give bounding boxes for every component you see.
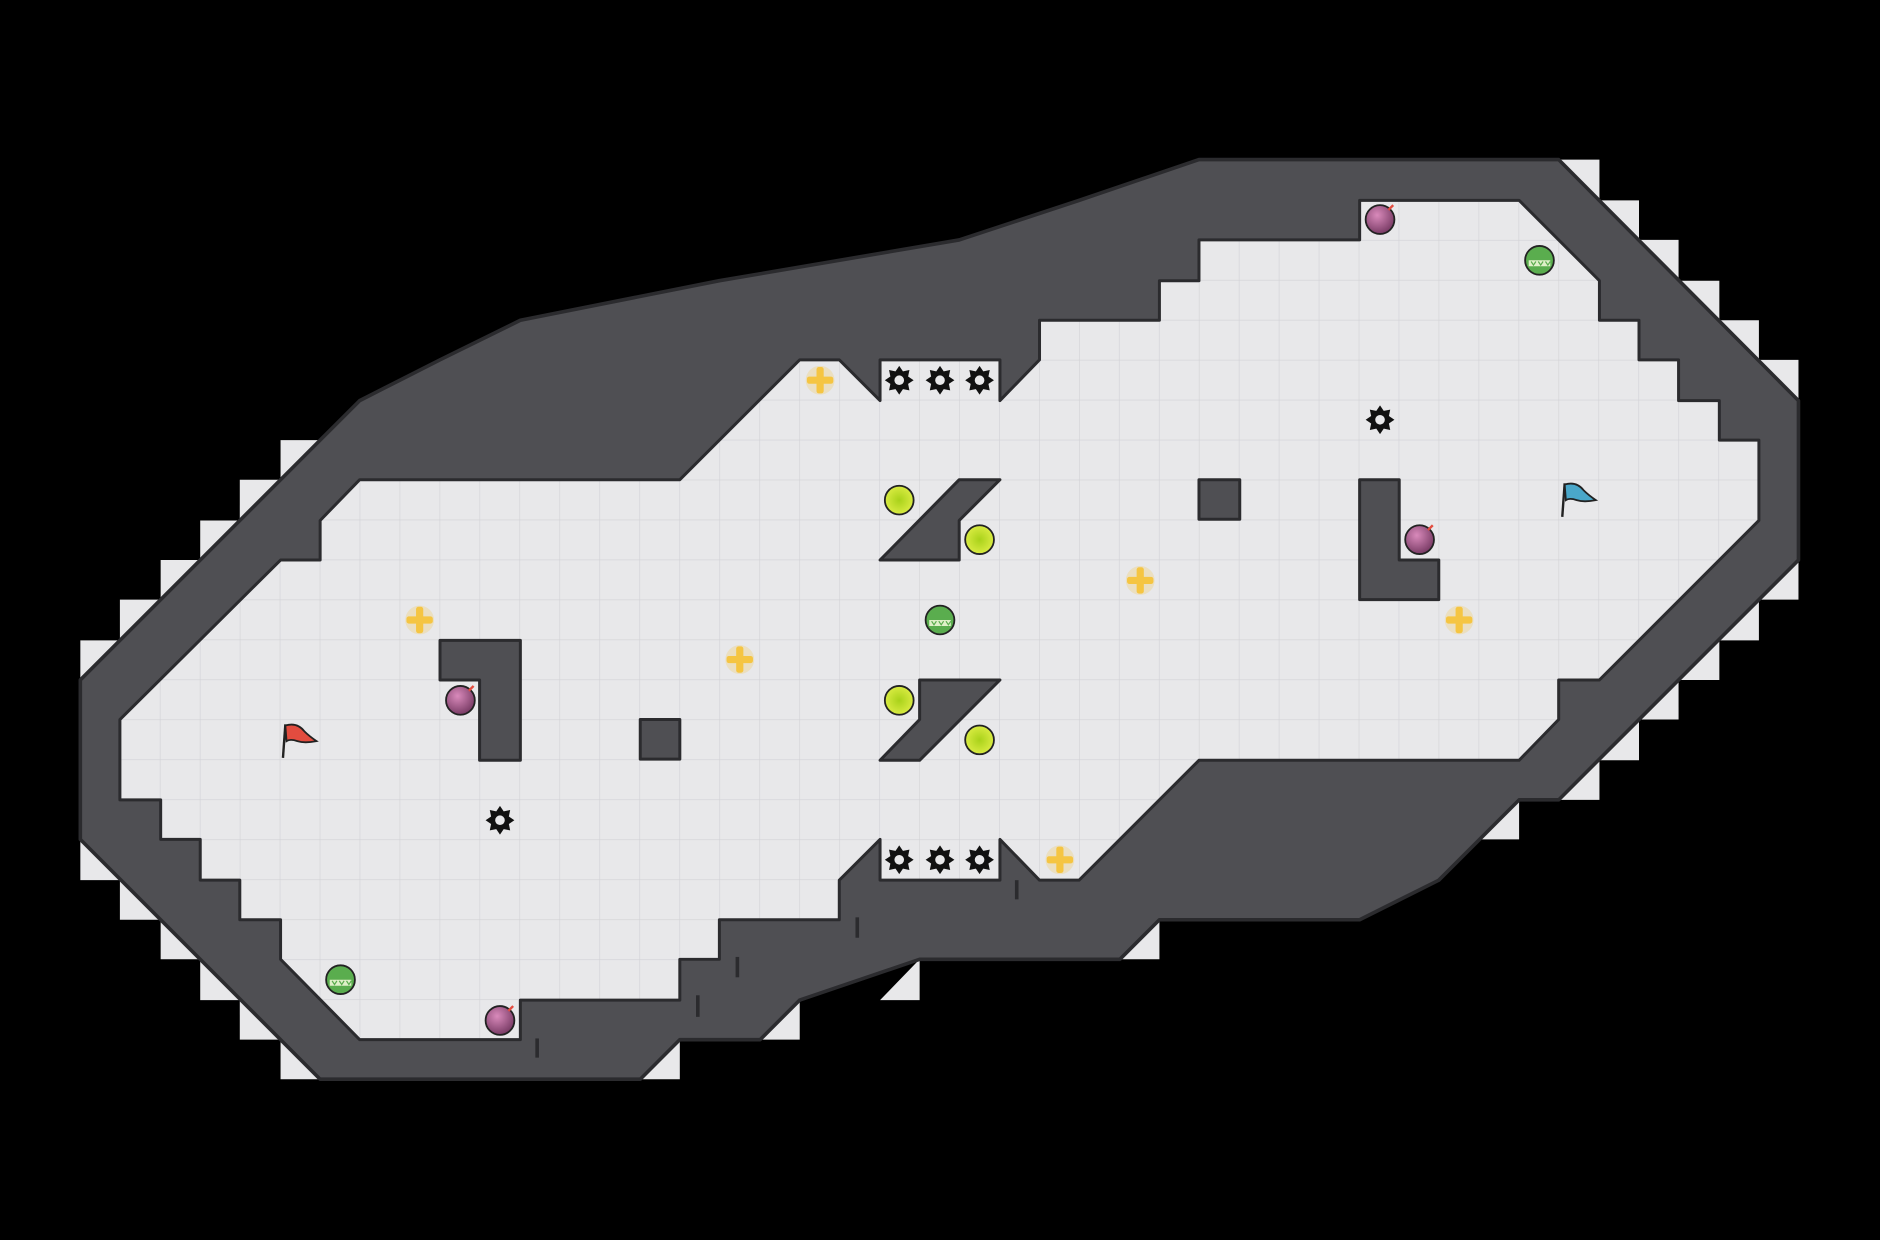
boost-icon: [1444, 605, 1474, 635]
wall-block: [878, 478, 1002, 562]
gate-markers: [535, 880, 1019, 1058]
bombs: [445, 204, 1435, 1036]
boost-icon: [725, 645, 755, 674]
powerups: [325, 245, 1555, 995]
wall-block: [1197, 478, 1242, 521]
yellow-pads: [883, 484, 995, 756]
blue-flag-icon[interactable]: [1561, 482, 1599, 517]
yellow-pad-icon: [883, 685, 915, 716]
spike-icon: [485, 805, 515, 835]
boost-icon: [805, 365, 835, 395]
spike-icon: [1365, 405, 1395, 435]
spike-icon: [884, 845, 914, 875]
spike-icon: [925, 845, 955, 875]
yellow-pad-icon: [883, 484, 915, 516]
spike-icon: [965, 365, 994, 395]
bomb-icon: [445, 685, 476, 716]
inner-walls: [438, 478, 1441, 762]
wall-block: [438, 638, 522, 762]
wall-block: [638, 718, 682, 761]
boost-icon: [1045, 845, 1075, 875]
boosts: [405, 365, 1474, 875]
powerup-icon: [325, 964, 356, 995]
spike-icon: [884, 365, 914, 395]
boost-icon: [405, 605, 435, 635]
yellow-pad-icon: [964, 524, 995, 555]
boost-icon: [1125, 566, 1155, 595]
powerup-icon: [1524, 245, 1555, 276]
spike-icon: [925, 365, 955, 395]
bomb-icon: [1364, 204, 1396, 235]
red-flag-icon[interactable]: [281, 723, 319, 758]
wall-block: [1358, 478, 1441, 602]
bomb-icon: [1404, 524, 1435, 555]
bomb-icon: [484, 1005, 516, 1036]
spikes: [485, 365, 1395, 875]
spike-icon: [965, 845, 994, 875]
powerup-icon: [924, 604, 956, 636]
yellow-pad-icon: [964, 724, 995, 756]
wall-block: [878, 678, 1002, 762]
